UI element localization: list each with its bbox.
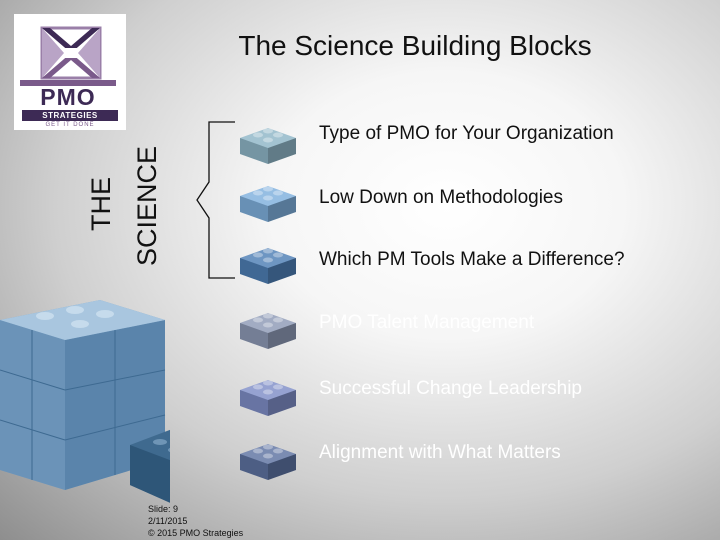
side-label-science: SCIENCE — [132, 145, 162, 266]
block-label-4: PMO Talent Management — [319, 312, 535, 333]
block-label-3: Which PM Tools Make a Difference? — [319, 249, 625, 270]
slide-footer: Slide: 9 2/11/2015 © 2015 PMO Strategies — [148, 503, 243, 539]
logo-stripe — [20, 80, 116, 86]
slide-title: The Science Building Blocks — [238, 30, 592, 61]
copyright: © 2015 PMO Strategies — [148, 528, 244, 538]
pmo-strategies-logo: PMO STRATEGIES GET IT DONE — [14, 14, 126, 130]
slide-number: Slide: 9 — [148, 504, 179, 514]
logo-name: PMO — [40, 84, 96, 110]
block-icon-5 — [240, 380, 296, 416]
logo-tagline: GET IT DONE — [45, 122, 95, 128]
block-icon-6 — [240, 444, 296, 480]
block-icon-2 — [240, 186, 296, 222]
block-icon-1 — [240, 128, 296, 164]
logo-subtitle: STRATEGIES — [22, 110, 118, 121]
brick-stack-illustration — [0, 300, 170, 503]
block-label-1: Type of PMO for Your Organization — [319, 123, 614, 144]
block-label-2: Low Down on Methodologies — [319, 187, 563, 208]
bracket-icon — [196, 121, 235, 279]
block-label-5: Successful Change Leadership — [319, 378, 583, 399]
logo-emblem-icon — [40, 26, 102, 80]
side-label-the: THE — [86, 177, 116, 231]
block-label-6: Alignment with What Matters — [319, 442, 561, 463]
block-icon-4 — [240, 313, 296, 349]
block-icon-3 — [240, 248, 296, 284]
slide-date: 2/11/2015 — [148, 516, 188, 526]
